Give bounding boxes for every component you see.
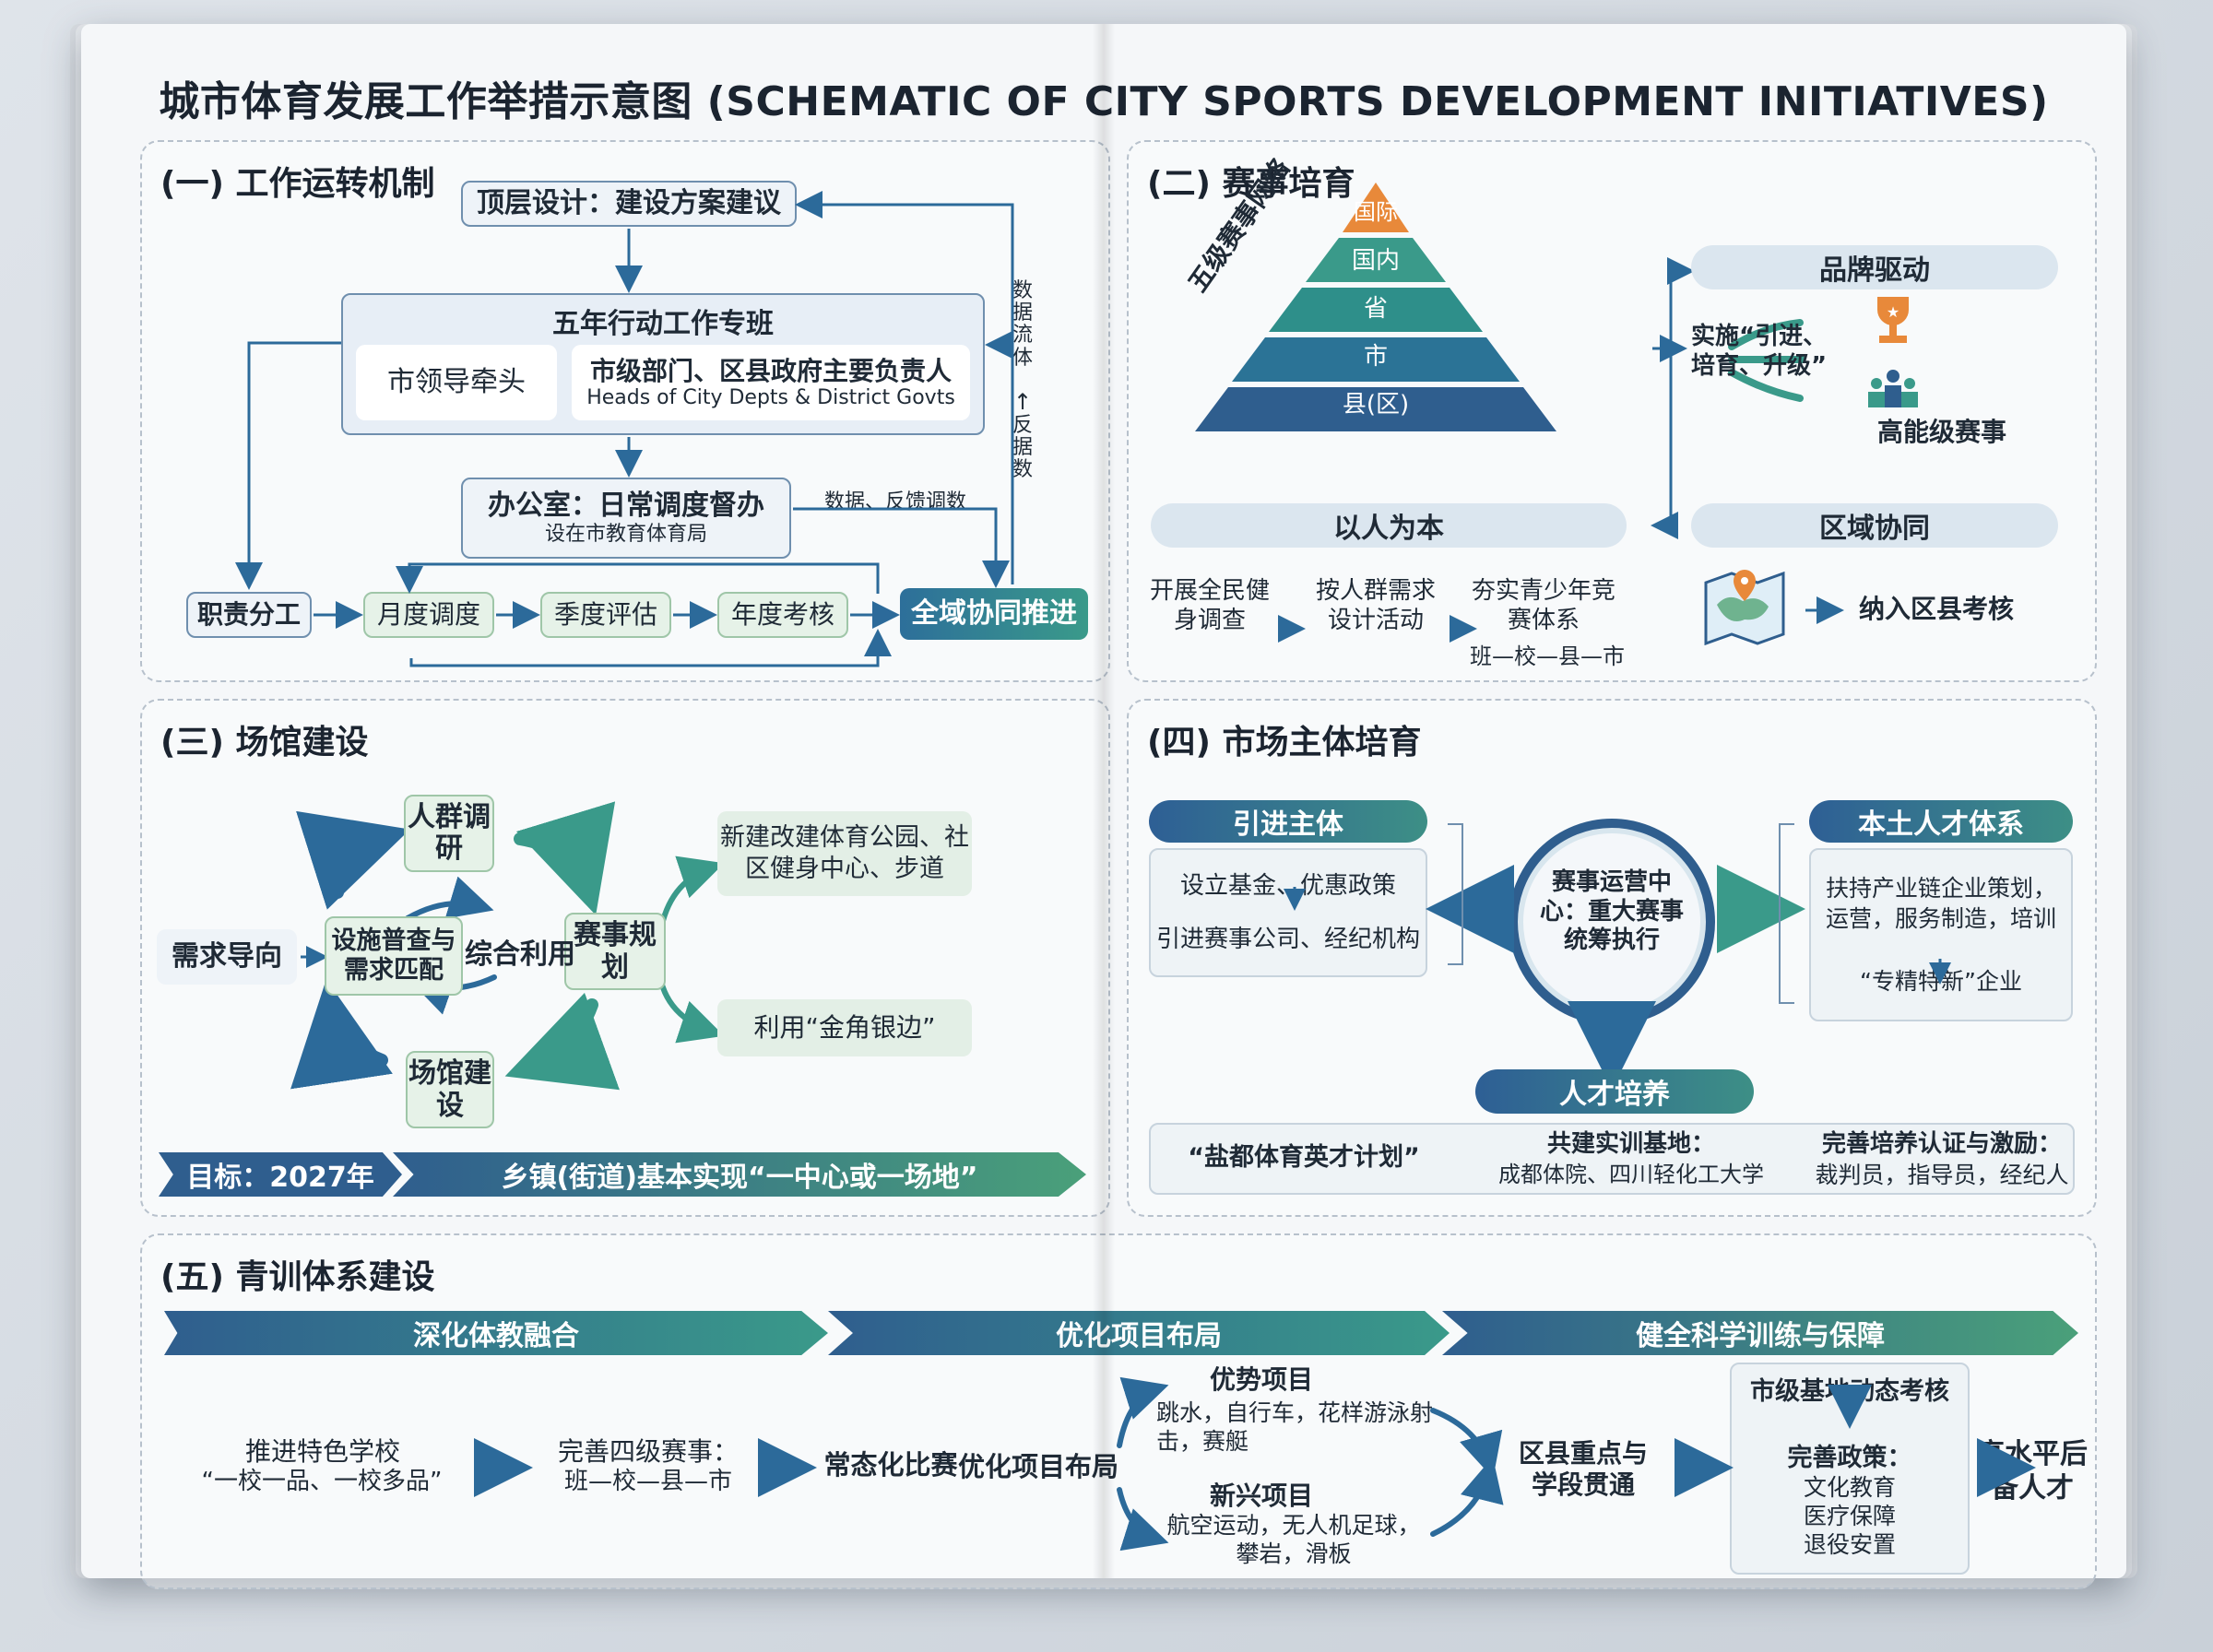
venue-build-box: 场馆建设 xyxy=(406,1051,494,1128)
office-box: 办公室：日常调度督办 设在市教育体育局 xyxy=(461,478,791,559)
band-scientific-training: 健全科学训练与保障 xyxy=(1442,1311,2078,1355)
step-fitness-survey: 开展全民健身调查 xyxy=(1149,577,1270,634)
featured-schools-sub: “一校一品、一校多品” xyxy=(201,1468,443,1495)
local-talent-pill: 本土人才体系 xyxy=(1809,800,2073,843)
introduce-companies: 引进赛事公司、经纪机构 xyxy=(1155,925,1420,953)
top-design-box: 顶层设计：建设方案建议 xyxy=(461,181,797,227)
office-sub: 设在市教育体育局 xyxy=(544,522,707,546)
demand-oriented-box: 需求导向 xyxy=(157,929,297,985)
facility-match-box: 设施普查与需求匹配 xyxy=(325,916,463,996)
side-note-arrow: ↑ xyxy=(1012,389,1033,415)
regional-pill: 区域协同 xyxy=(1691,503,2058,548)
county-assessment: 纳入区县考核 xyxy=(1858,594,2014,624)
implement-text: 实施“引进、培育、升级” xyxy=(1691,323,1828,380)
page-title: 城市体育发展工作举措示意图 (SCHEMATIC OF CITY SPORTS … xyxy=(159,78,2049,125)
pyramid xyxy=(1195,183,1844,643)
four-level-chain: 班—校—县—市 xyxy=(563,1468,732,1495)
emerging-projects-text: 航空运动，无人机足球，攀岩，滑板 xyxy=(1166,1512,1421,1567)
introduce-entities-pill: 引进主体 xyxy=(1149,800,1427,843)
annual-box: 年度考核 xyxy=(717,592,848,638)
office-label: 办公室：日常调度督办 xyxy=(488,490,764,523)
panel-title: (四) 市场主体培育 xyxy=(1147,724,1422,761)
goal-banner-right: 乡镇(街道)基本实现“一中心或一场地” xyxy=(393,1152,1086,1197)
people-first-pill: 以人为本 xyxy=(1151,503,1627,548)
podium-icon xyxy=(1863,367,1923,409)
local-talent-box: 扶持产业链企业策划，运营，服务制造，培训 “专精特新”企业 xyxy=(1809,848,2073,1021)
side-note-data: 数据流体 xyxy=(1012,279,1033,370)
panel-operating-mechanism: (一) 工作运转机制 顶层设计：建设方案建议 五年行动工作专班 市领导牵头 市级… xyxy=(140,140,1110,682)
training-base-title: 共建实训基地： xyxy=(1546,1130,1715,1158)
comprehensive-use: 综合利用 xyxy=(465,938,575,971)
crowd-survey-box: 人群调研 xyxy=(404,795,494,872)
regular-competitions: 常态化比赛 xyxy=(823,1449,958,1481)
panel-venue-construction: (三) 场馆建设 需求导向 xyxy=(140,699,1110,1217)
quarterly-box: 季度评估 xyxy=(540,592,671,638)
brand-pill: 品牌驱动 xyxy=(1691,245,2058,289)
high-level-events: 高能级赛事 xyxy=(1876,417,2006,447)
introduce-entities-box: 设立基金、优惠政策 引进赛事公司、经纪机构 xyxy=(1149,848,1427,977)
collab-box: 全域协同推进 xyxy=(900,588,1088,640)
district-through-stages: 区县重点与学段贯通 xyxy=(1518,1438,1648,1501)
panel-title: (一) 工作运转机制 xyxy=(160,165,435,203)
departments-english: Heads of City Depts & District Govts xyxy=(586,385,955,409)
panel-market-entities: (四) 市场主体培育 引进主体 设立基金、优惠政策 引进赛事公司、经纪机构 赛事… xyxy=(1127,699,2097,1217)
panel-title: (五) 青训体系建设 xyxy=(160,1258,435,1296)
emerging-projects-title: 新兴项目 xyxy=(1209,1481,1313,1511)
certification-title: 完善培养认证与激励： xyxy=(1821,1130,2062,1158)
level-city: 市 xyxy=(1363,343,1388,371)
city-leader-box: 市领导牵头 xyxy=(356,345,557,420)
map-pin-icon xyxy=(1700,564,1789,646)
level-provincial: 省 xyxy=(1363,295,1388,323)
panel-title: (三) 场馆建设 xyxy=(160,724,369,761)
side-note-feedback: 反据数 xyxy=(1012,414,1033,482)
band-sports-education: 深化体教融合 xyxy=(164,1311,828,1355)
corner-spaces-box: 利用“金角银边” xyxy=(717,999,972,1056)
youth-arrows xyxy=(474,1376,2036,1552)
svg-text:★: ★ xyxy=(1887,303,1899,321)
featured-schools: 推进特色学校 xyxy=(244,1436,400,1467)
panel-event-cultivation: (二) 赛事培育 五级赛事网络 xyxy=(1127,140,2097,682)
brochure-spread: 城市体育发展工作举措示意图 (SCHEMATIC OF CITY SPORTS … xyxy=(81,24,2126,1589)
talent-programs-box xyxy=(1149,1123,2075,1195)
advantage-projects-text: 跳水，自行车，花样游泳射击，赛艇 xyxy=(1156,1399,1434,1455)
level-national: 国内 xyxy=(1351,247,1400,275)
mechanism-arrows xyxy=(235,191,1014,667)
departments-label: 市级部门、区县政府主要负责人 xyxy=(589,355,952,386)
four-level-events: 完善四级赛事： xyxy=(557,1436,739,1467)
advantage-projects-title: 优势项目 xyxy=(1209,1364,1313,1395)
event-planning-box: 赛事规划 xyxy=(564,913,666,990)
step-youth-chain: 班—校—县—市 xyxy=(1470,643,1625,669)
band-project-layout: 优化项目布局 xyxy=(828,1311,1450,1355)
support-chain: 扶持产业链企业策划，运营，服务制造，培训 xyxy=(1825,875,2056,932)
level-international: 国际 xyxy=(1354,199,1398,225)
duty-box: 职责分工 xyxy=(186,592,312,638)
panel-title: (二) 赛事培育 xyxy=(1147,165,1355,203)
new-facilities-box: 新建改建体育公园、社区健身中心、步道 xyxy=(717,811,972,896)
level-county: 县(区) xyxy=(1342,391,1410,419)
goal-banner-left: 目标：2027年 xyxy=(159,1152,402,1197)
departments-box: 市级部门、区县政府主要负责人 Heads of City Depts & Dis… xyxy=(572,345,970,420)
monthly-box: 月度调度 xyxy=(363,592,494,638)
talent-training-pill: 人才培养 xyxy=(1475,1069,1754,1114)
step-design-activities: 按人群需求设计活动 xyxy=(1315,577,1436,634)
trophy-icon: ★ xyxy=(1861,289,1925,354)
certification-text: 裁判员，指导员，经纪人 xyxy=(1815,1162,2069,1188)
step-youth-system: 夯实青少年竞赛体系 xyxy=(1472,577,1616,634)
policy-text: 文化教育医疗保障退役安置 xyxy=(1803,1473,1896,1559)
hub-text: 赛事运营中心：重大赛事统筹执行 xyxy=(1539,868,1684,955)
optimize-layout: 优化项目布局 xyxy=(957,1451,1118,1482)
policy-title: 完善政策： xyxy=(1787,1443,1912,1472)
panel-youth-training: (五) 青训体系建设 深化体教融合 优化项目布局 健全科学训练与保障 推进特色学… xyxy=(140,1233,2097,1589)
yandu-talent-plan: “盐都体育英才计划” xyxy=(1188,1143,1420,1172)
training-base-text: 成都体院、四川轻化工大学 xyxy=(1498,1162,1764,1187)
task-force-title: 五年行动工作专班 xyxy=(552,308,774,340)
